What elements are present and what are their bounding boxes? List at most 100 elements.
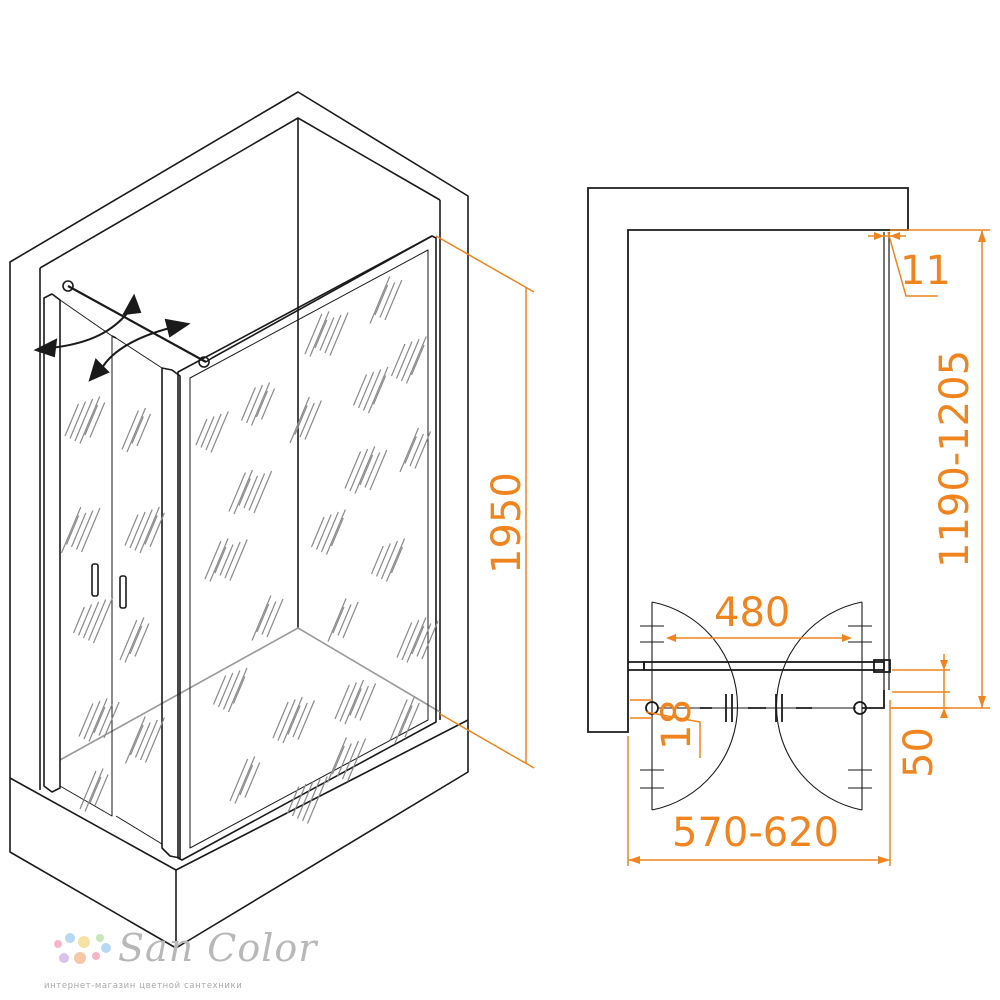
brand-dot [59, 953, 69, 963]
glass-hatch-stroke [84, 768, 104, 812]
brand-dot [65, 933, 75, 943]
glass-hatch-stroke [401, 619, 420, 661]
glass-hatch-stroke [84, 404, 99, 436]
glass-hatch-stroke [370, 545, 384, 575]
left-door-glass [59, 299, 113, 817]
right-door-handle[interactable] [119, 575, 127, 609]
glass-hatch-stroke [336, 743, 352, 777]
glass-hatch-stroke [261, 601, 277, 635]
glass-hatch-stroke [214, 546, 227, 574]
height-dim-ext-bottom [439, 713, 535, 769]
glass-hatch-stroke [82, 601, 100, 639]
hinge-bar [643, 661, 885, 671]
glass-hatch-stroke [292, 702, 308, 738]
glass-hatch-stroke [149, 512, 165, 548]
depth-arrow-bottom [978, 696, 986, 708]
glass-hatch-stroke [212, 675, 227, 705]
glass-hatch-stroke [210, 411, 229, 453]
glass-hatch-stroke [289, 396, 310, 444]
glass-hatch-stroke [119, 619, 138, 661]
glass-hatch-stroke [129, 724, 144, 756]
right-door-glass [115, 337, 163, 845]
glass-hatch-stroke [89, 776, 102, 804]
glass-hatch-stroke [222, 670, 241, 710]
width-arrow-right [878, 856, 890, 864]
glass-hatch-stroke [272, 701, 289, 739]
glass-hatch-stroke [310, 516, 325, 548]
brand-dot [92, 952, 100, 960]
brand-dot [74, 952, 86, 964]
plan-handle-right[interactable] [775, 694, 783, 722]
glass-hatch-stroke [395, 341, 413, 379]
glass-hatch-stroke [330, 517, 344, 547]
glass-hatch-stroke [139, 506, 160, 554]
glass-hatch-stroke [234, 756, 256, 804]
side-panel-frame [177, 235, 437, 861]
top-bar [67, 285, 207, 363]
right-hinge [853, 701, 867, 715]
glass-hatch-stroke [255, 390, 268, 418]
hinge-bar-end [873, 659, 891, 673]
plan-handle-left[interactable] [725, 694, 733, 722]
glass-hatch-stroke [374, 284, 389, 316]
glass-hatch-stroke [339, 682, 357, 722]
isometric-view [9, 91, 469, 949]
glass-hatch-stroke [399, 427, 420, 473]
glass-hatch-stroke [244, 762, 261, 798]
glass-hatch-stroke [121, 410, 139, 450]
gap-dim-leader [887, 231, 938, 297]
glass-hatch-stroke [282, 696, 303, 744]
gap-label: 11 [900, 248, 951, 294]
glass-hatch-stroke [129, 625, 143, 655]
left-door-handle[interactable] [91, 563, 99, 597]
height-label: 1950 [484, 472, 530, 574]
height-dimension [435, 235, 535, 769]
glass-hatch-stroke [129, 511, 146, 549]
glass-hatch-stroke [69, 401, 87, 439]
glass-hatch-stroke [78, 703, 94, 737]
glass-hatch-stroke [277, 699, 296, 741]
glass-hatch-stroke [291, 783, 307, 817]
glass-hatch-stroke [131, 416, 144, 444]
glass-hatch-stroke [92, 596, 114, 644]
glass-hatch-stroke [352, 374, 368, 406]
offset-arrow-top [940, 660, 948, 670]
left-hinge [645, 701, 659, 715]
glass-hatch-stroke [394, 696, 415, 744]
glass-hatch-stroke [406, 617, 427, 663]
glass-hatch-stroke [200, 416, 215, 448]
glass-hatch-stroke [139, 719, 158, 761]
glass-hatch-stroke [399, 705, 413, 735]
glass-hatch-stroke [232, 676, 246, 704]
glass-hatch-stroke [70, 512, 87, 548]
plan-wall [587, 187, 909, 733]
glass-hatch-stroke [79, 770, 97, 810]
brand-logo-dots [54, 933, 111, 964]
glass-hatch-stroke [334, 684, 350, 720]
glass-hatch-stroke [404, 702, 420, 738]
door-arrow-right [842, 634, 852, 642]
offset-label: 50 [896, 727, 942, 778]
glass-hatch-stroke [103, 701, 120, 739]
glass-hatch-stroke [60, 506, 82, 554]
glass-hatch-stroke [409, 433, 424, 467]
glass-hatch-stroke [301, 778, 321, 822]
glass-hatch-stroke [309, 311, 330, 357]
glass-hatch-stroke [251, 595, 272, 641]
glass-hatch-stroke [94, 774, 109, 806]
glass-hatch-stroke [306, 776, 328, 824]
glass-hatch-stroke [245, 384, 264, 424]
glass-hatch-stroke [416, 623, 432, 657]
glass-hatch-stroke [314, 319, 328, 349]
glass-hatch-pattern [60, 276, 439, 824]
glass-hatch-stroke [379, 282, 396, 318]
glass-hatch-stroke [294, 405, 308, 435]
depth-arrow-top [978, 230, 986, 242]
glass-hatch-stroke [144, 717, 165, 763]
glass-hatch-stroke [89, 402, 106, 438]
glass-hatch-stroke [144, 515, 158, 545]
glass-hatch-stroke [327, 598, 347, 642]
brand-name: San Color [118, 926, 318, 970]
arrow-head-up [122, 293, 142, 316]
glass-hatch-stroke [326, 737, 347, 783]
